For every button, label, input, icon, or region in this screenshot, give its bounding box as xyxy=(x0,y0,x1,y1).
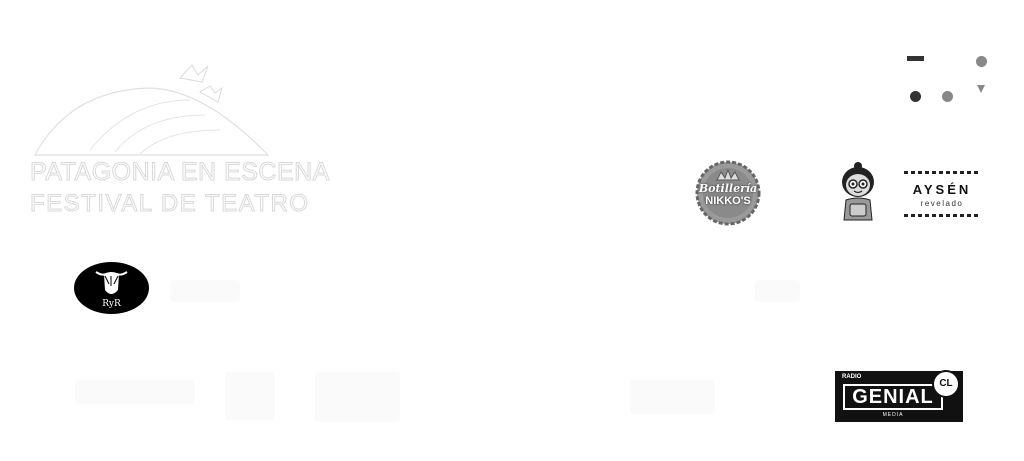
festival-logo: PATAGONIA EN ESCENA FESTIVAL DE TEATRO xyxy=(30,60,330,220)
crown-bottle-cap-icon xyxy=(695,160,761,226)
genial-radio-text: RADIO xyxy=(842,374,862,380)
film-strip-icon xyxy=(904,171,978,217)
top-right-mark xyxy=(900,50,1000,110)
highland-cow-icon xyxy=(95,271,128,294)
ryr-logo: RyR xyxy=(74,262,149,314)
aysen-title: AYSÉN xyxy=(912,182,972,197)
theater-building-icon xyxy=(33,64,270,156)
botilleria-name: Botillería xyxy=(698,182,758,195)
triangle-mark xyxy=(977,85,985,93)
faint-logo xyxy=(225,372,275,420)
cartoon-girl-logo xyxy=(838,160,878,224)
dot-mark xyxy=(976,56,987,67)
aysen-logo: AYSÉN revelado xyxy=(902,170,982,218)
faint-logo xyxy=(755,280,800,302)
ryr-text: RyR xyxy=(102,299,121,309)
aysen-subtitle: revelado xyxy=(920,199,964,208)
festival-subtitle: FESTIVAL DE TEATRO xyxy=(30,190,310,218)
genial-logo: RADIO GENIAL CL MEDIA xyxy=(835,371,963,422)
genial-cl-badge: CL xyxy=(934,372,958,396)
faint-logo xyxy=(170,280,240,302)
festival-title: PATAGONIA EN ESCENA xyxy=(30,158,330,187)
dot-mark xyxy=(910,91,921,102)
genial-media-text: MEDIA xyxy=(882,412,904,418)
faint-logo xyxy=(315,372,400,422)
genial-brand: GENIAL xyxy=(843,384,943,410)
faint-logo xyxy=(630,380,715,414)
cartoon-girl-icon xyxy=(842,162,874,221)
botilleria-logo: Botillería NIKKO'S xyxy=(695,160,761,226)
faint-logo xyxy=(75,380,195,404)
dot-mark xyxy=(942,91,953,102)
botilleria-brand: NIKKO'S xyxy=(705,195,751,207)
birds-icon xyxy=(179,64,223,103)
dash-mark xyxy=(907,56,924,61)
